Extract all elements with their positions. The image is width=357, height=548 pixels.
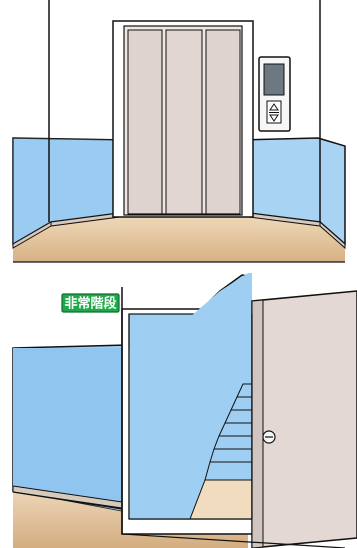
elevator-door-left — [127, 29, 163, 215]
down-arrow-icon — [269, 114, 279, 122]
emergency-sign-background — [61, 293, 120, 313]
open-door — [251, 290, 357, 548]
left-wall-shade — [13, 138, 127, 244]
top-floor — [13, 216, 345, 262]
floor-edge-line — [12, 491, 123, 510]
right-baseboard — [319, 220, 346, 250]
emergency-stairs-scene — [12, 273, 357, 548]
elevator-door-right — [205, 29, 241, 215]
door-edge — [251, 299, 264, 548]
up-arrow-icon — [269, 103, 279, 111]
elevator-door-middle — [165, 29, 203, 215]
left-lower-wall — [13, 348, 129, 503]
emergency-stairs-label: 非常階段 — [64, 296, 116, 312]
elevator-hall-scene — [0, 0, 357, 263]
elevator-display — [263, 63, 285, 96]
emergency-stairs-sign: 非常階段 — [61, 293, 120, 313]
inner-stair-wall — [129, 273, 252, 519]
stair-profile-line — [204, 383, 252, 481]
doorway-floor-line — [121, 533, 346, 548]
